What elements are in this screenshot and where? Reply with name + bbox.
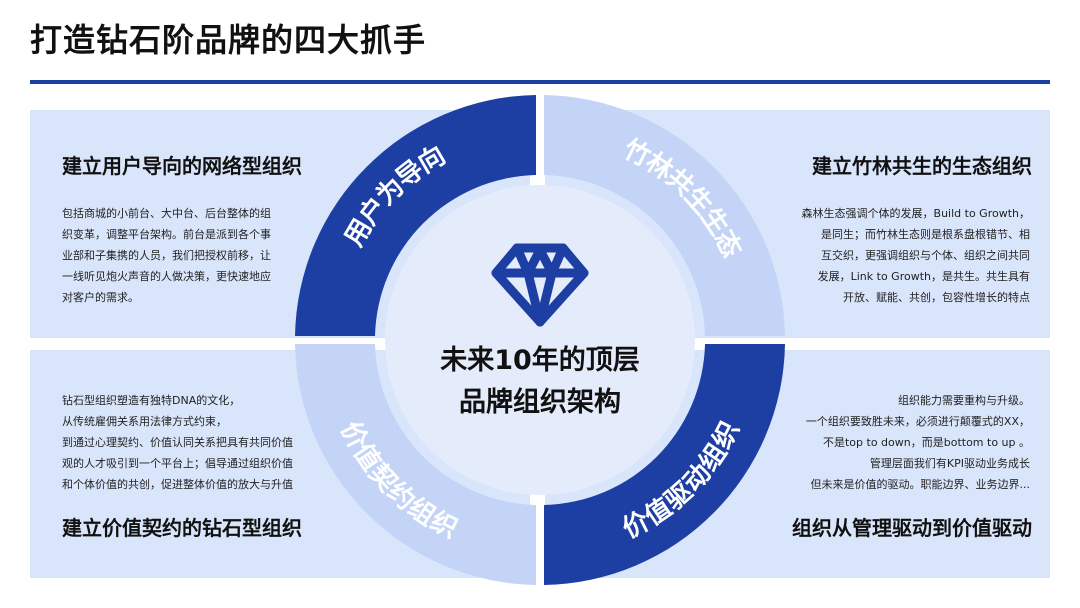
body-line: 森林生态强调个体的发展，Build to Growth， xyxy=(801,207,1030,220)
body-line: 一个组织要致胜未来，必须进行颠覆式的XX， xyxy=(805,415,1030,428)
ring-segment-br xyxy=(544,344,785,585)
body-line: 从传统雇佣关系用法律方式约束， xyxy=(62,415,227,428)
body-value-driven: 组织能力需要重构与升级。 一个组织要致胜未来，必须进行颠覆式的XX， 不是top… xyxy=(770,390,1030,495)
body-line: 管理层面我们有KPI驱动业务成长 xyxy=(869,457,1030,470)
diamond-icon xyxy=(491,243,589,327)
body-line: 包括商城的小前台、大中台、后台整体的组 xyxy=(62,207,271,220)
body-line: 钻石型组织塑造有独特DNA的文化， xyxy=(62,394,241,407)
page-title: 打造钻石阶品牌的四大抓手 xyxy=(30,21,427,59)
body-value-contract: 钻石型组织塑造有独特DNA的文化， 从传统雇佣关系用法律方式约束， 到通过心理契… xyxy=(62,390,322,495)
center-title-line1: 未来10年的顶层 xyxy=(440,344,640,376)
body-user-oriented: 包括商城的小前台、大中台、后台整体的组 织变革，调整平台架构。前台是派到各个事 … xyxy=(62,203,302,308)
body-line: 发展，Link to Growth，是共生。共生具有 xyxy=(817,270,1030,283)
body-line: 是同生；而竹林生态则是根系盘根错节、相 xyxy=(821,228,1030,241)
ring-segment-tl xyxy=(295,95,536,336)
heading-user-oriented: 建立用户导向的网络型组织 xyxy=(62,154,302,178)
ring-segment-tr xyxy=(544,95,785,336)
body-line: 组织能力需要重构与升级。 xyxy=(898,394,1030,407)
body-line: 互交织，更强调组织与个体、组织之间共同 xyxy=(821,249,1030,262)
body-line: 对客户的需求。 xyxy=(62,291,139,304)
body-line: 到通过心理契约、价值认同关系把具有共同价值 xyxy=(62,436,293,449)
body-line: 织变革，调整平台架构。前台是派到各个事 xyxy=(62,228,271,241)
title-divider xyxy=(30,80,1050,84)
body-line: 和个体价值的共创，促进整体价值的放大与升值 xyxy=(62,478,293,491)
heading-value-contract: 建立价值契约的钻石型组织 xyxy=(62,516,302,540)
center-disk xyxy=(385,185,695,495)
body-line: 但未来是价值的驱动。职能边界、业务边界... xyxy=(810,478,1031,491)
heading-value-driven: 组织从管理驱动到价值驱动 xyxy=(792,516,1032,540)
body-line: 开放、赋能、共创，包容性增长的特点 xyxy=(843,291,1030,304)
body-line: 不是top to down，而是bottom to up 。 xyxy=(822,436,1030,449)
body-line: 观的人才吸引到一个平台上；倡导通过组织价值 xyxy=(62,457,293,470)
body-line: 业部和子集携的人员，我们把授权前移，让 xyxy=(62,249,271,262)
heading-bamboo-ecosystem: 建立竹林共生的生态组织 xyxy=(812,154,1032,178)
body-bamboo-ecosystem: 森林生态强调个体的发展，Build to Growth， 是同生；而竹林生态则是… xyxy=(770,203,1030,308)
ring-segment-bl xyxy=(295,344,536,585)
body-line: 一线听见炮火声音的人做决策，更快速地应 xyxy=(62,270,271,283)
center-title-line2: 品牌组织架构 xyxy=(459,386,621,418)
